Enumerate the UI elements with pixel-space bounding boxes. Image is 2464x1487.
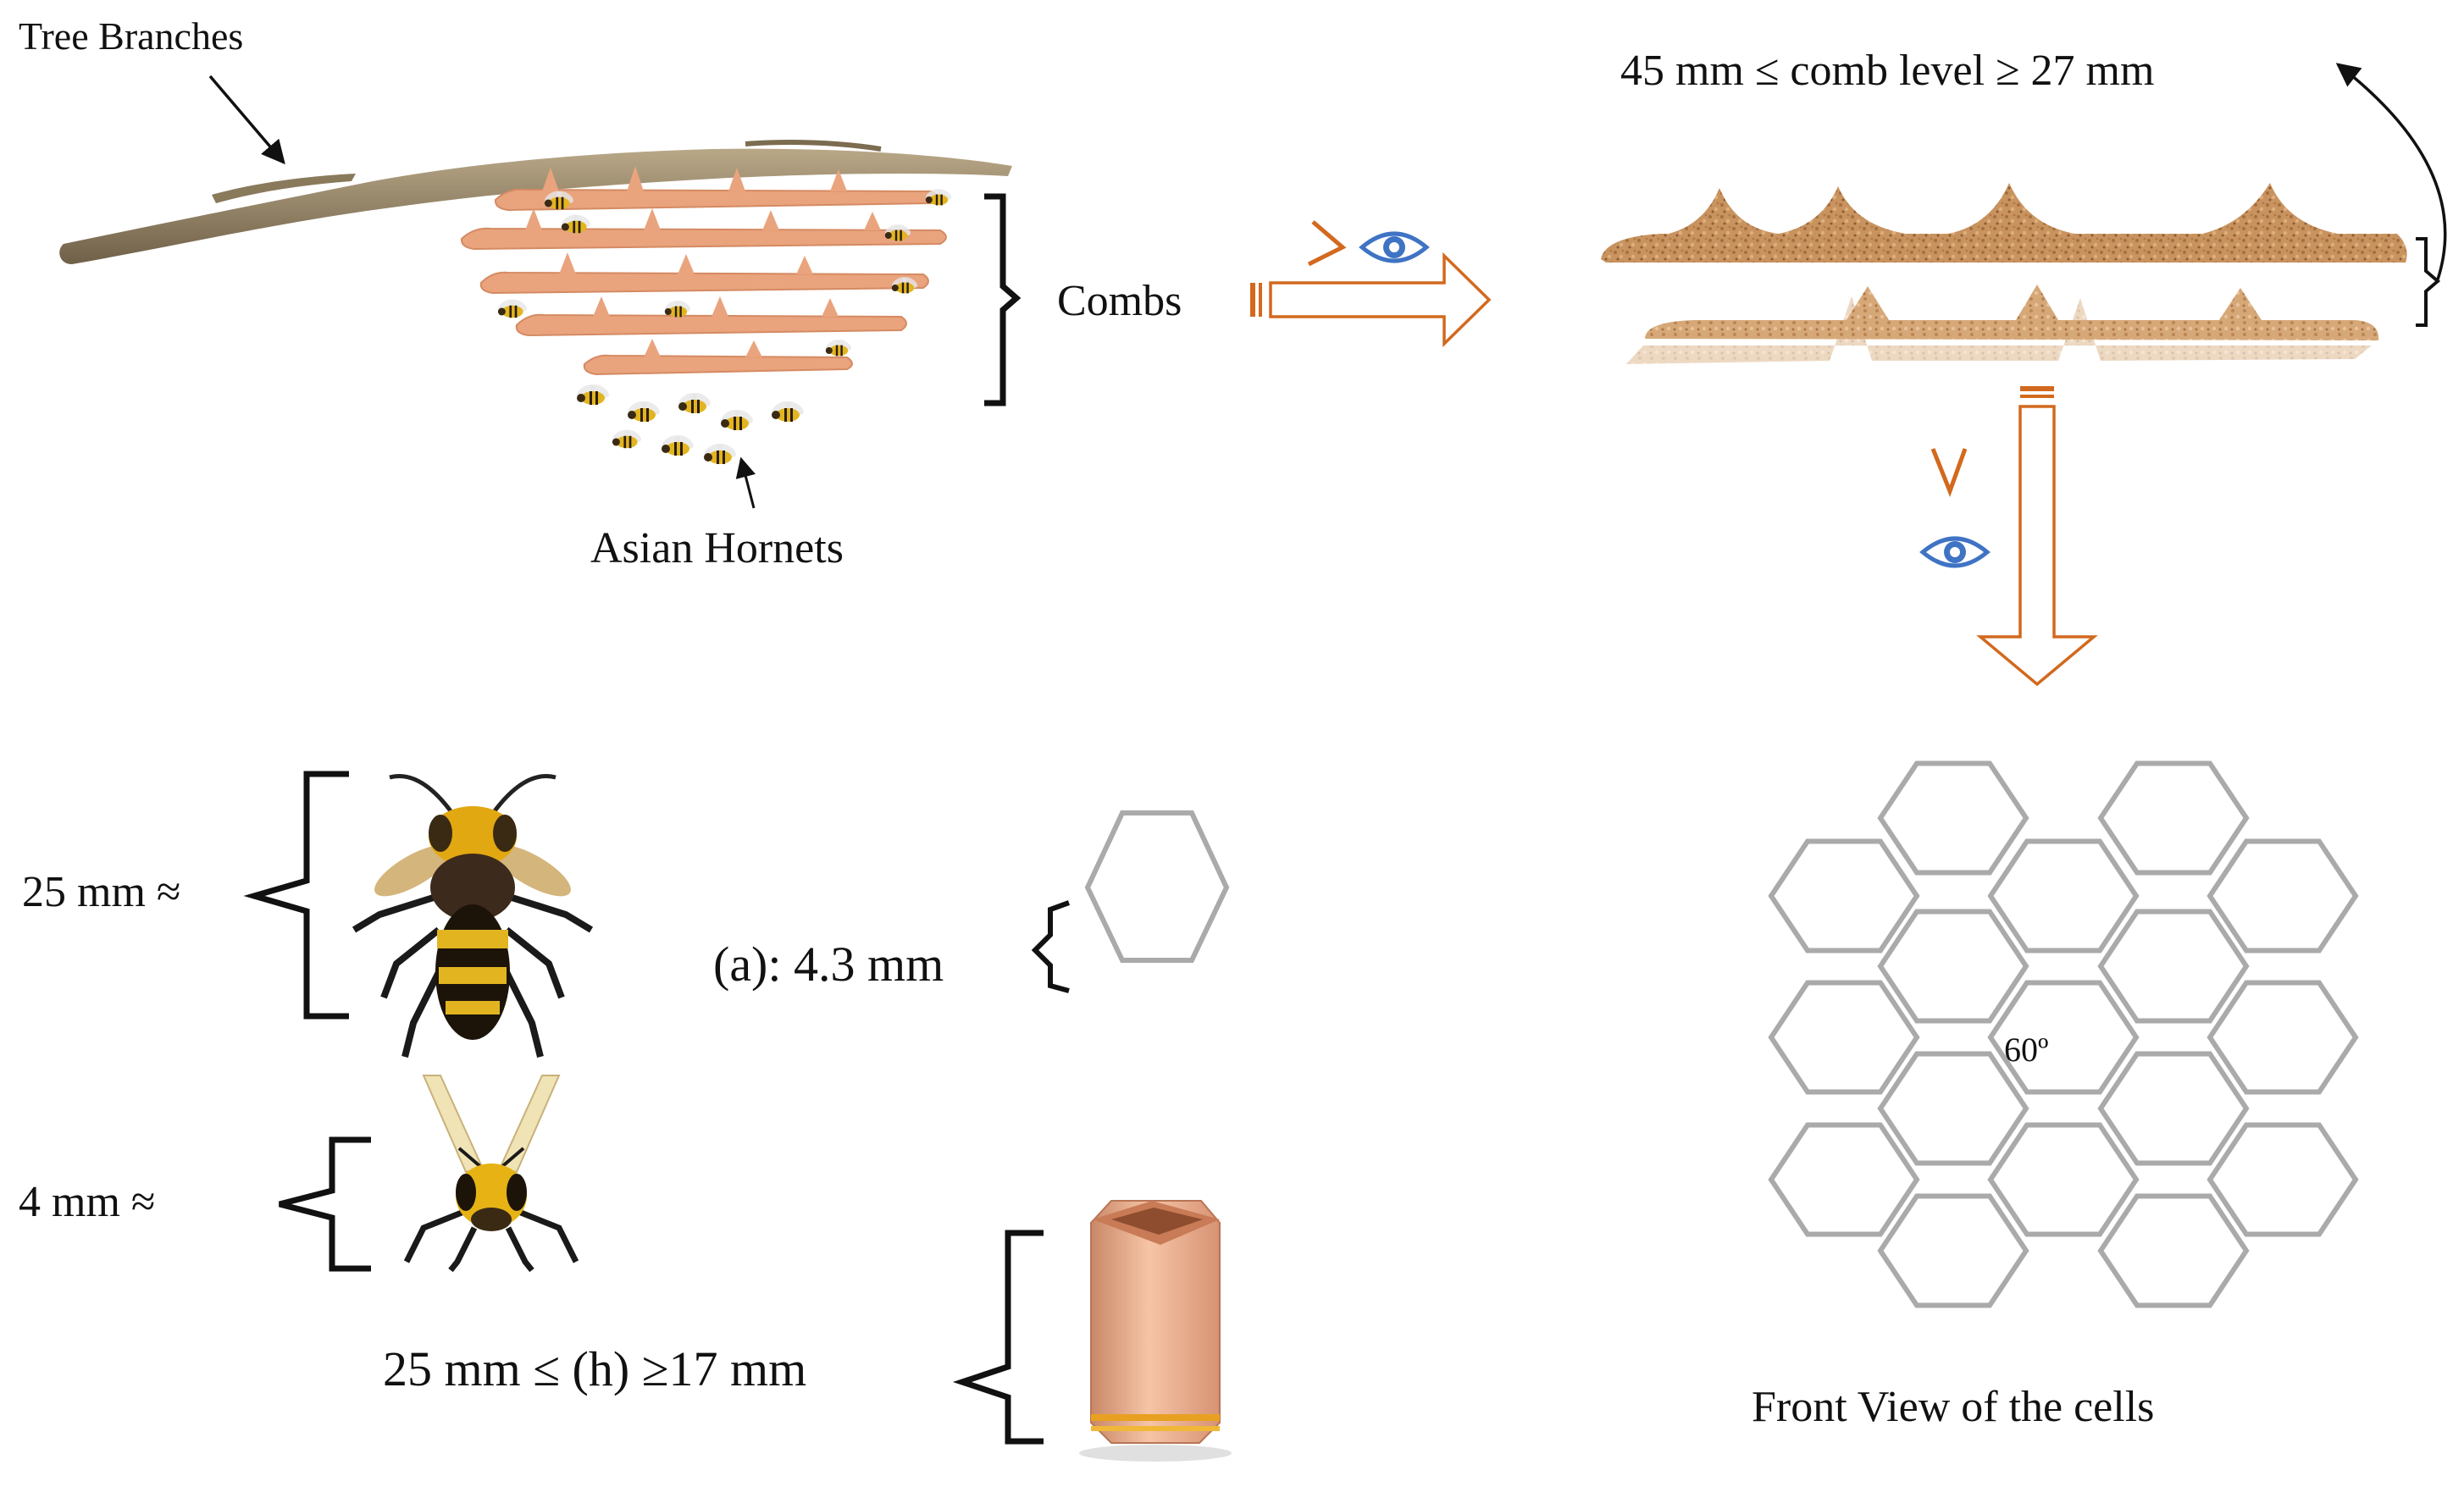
eye-icon-top [1919, 536, 1991, 568]
hornet-size-bracket [243, 771, 349, 1020]
comb-side-view [1601, 183, 2407, 364]
combs-label: Combs [1057, 277, 1182, 325]
honeycomb-cell [2097, 1193, 2250, 1308]
tree-branches-pointer [208, 75, 285, 165]
side-view-arrow [1250, 252, 1492, 348]
honeycomb-cell [2207, 980, 2359, 1095]
honeycomb-cell [2097, 1051, 2250, 1166]
bee-size-bracket [279, 1136, 371, 1272]
honeycomb-cell [1987, 838, 2140, 954]
asian-hornets-label: Asian Hornets [590, 524, 844, 572]
honeycomb-front-view [1768, 760, 2359, 1308]
hornet-illustration [352, 774, 594, 1058]
honeycomb-cell [1768, 1122, 1920, 1237]
asian-hornets-pointer [735, 456, 756, 509]
cell-prism-icon [1079, 1200, 1232, 1462]
honeycomb-cell [1877, 1193, 2029, 1308]
eye-icon [1359, 231, 1430, 263]
honeycomb-cell [1768, 980, 1920, 1095]
honeycomb-cell [2097, 760, 2250, 876]
honeycomb-cell [1877, 1051, 2029, 1166]
front-view-label: Front View of the cells [1752, 1383, 2155, 1431]
hornet-size-label: 25 mm ≈ [22, 868, 181, 916]
honeycomb-cell [2097, 909, 2250, 1024]
bee-size-label: 4 mm ≈ [19, 1178, 156, 1226]
honeycomb-cell [1987, 1122, 2140, 1237]
honeycomb-cell [1877, 909, 2029, 1024]
viewer-face-icon-top [1930, 448, 1968, 498]
honeycomb-cell [1987, 980, 2140, 1095]
comb-level-bracket [2416, 237, 2441, 327]
honeycomb-cell [2207, 1122, 2359, 1237]
cell-angle-label: 60º [2004, 1031, 2049, 1069]
honeycomb-cell [1768, 838, 1920, 954]
cell-height-label: 25 mm ≤ (h) ≥17 mm [383, 1341, 807, 1396]
bee-illustration [403, 1075, 579, 1273]
viewer-face-icon [1307, 220, 1347, 267]
honeycomb-cell [1877, 760, 2029, 876]
cell-height-bracket [952, 1230, 1044, 1445]
cell-width-bracket [1031, 900, 1071, 993]
hexagon-cell-icon [1084, 810, 1230, 963]
nest-combs-illustration [460, 188, 947, 376]
tree-branches-label: Tree Branches [19, 14, 244, 58]
comb-level-label: 45 mm ≤ comb level ≥ 27 mm [1620, 47, 2155, 95]
combs-bracket [984, 193, 1022, 406]
comb-level-pointer [2335, 63, 2447, 280]
honeycomb-cell [2207, 838, 2359, 954]
comb-cell-peaks [525, 166, 881, 357]
cell-width-label: (a): 4.3 mm [713, 937, 944, 992]
front-view-arrow [1976, 386, 2098, 687]
tree-branch-illustration [59, 140, 1012, 264]
